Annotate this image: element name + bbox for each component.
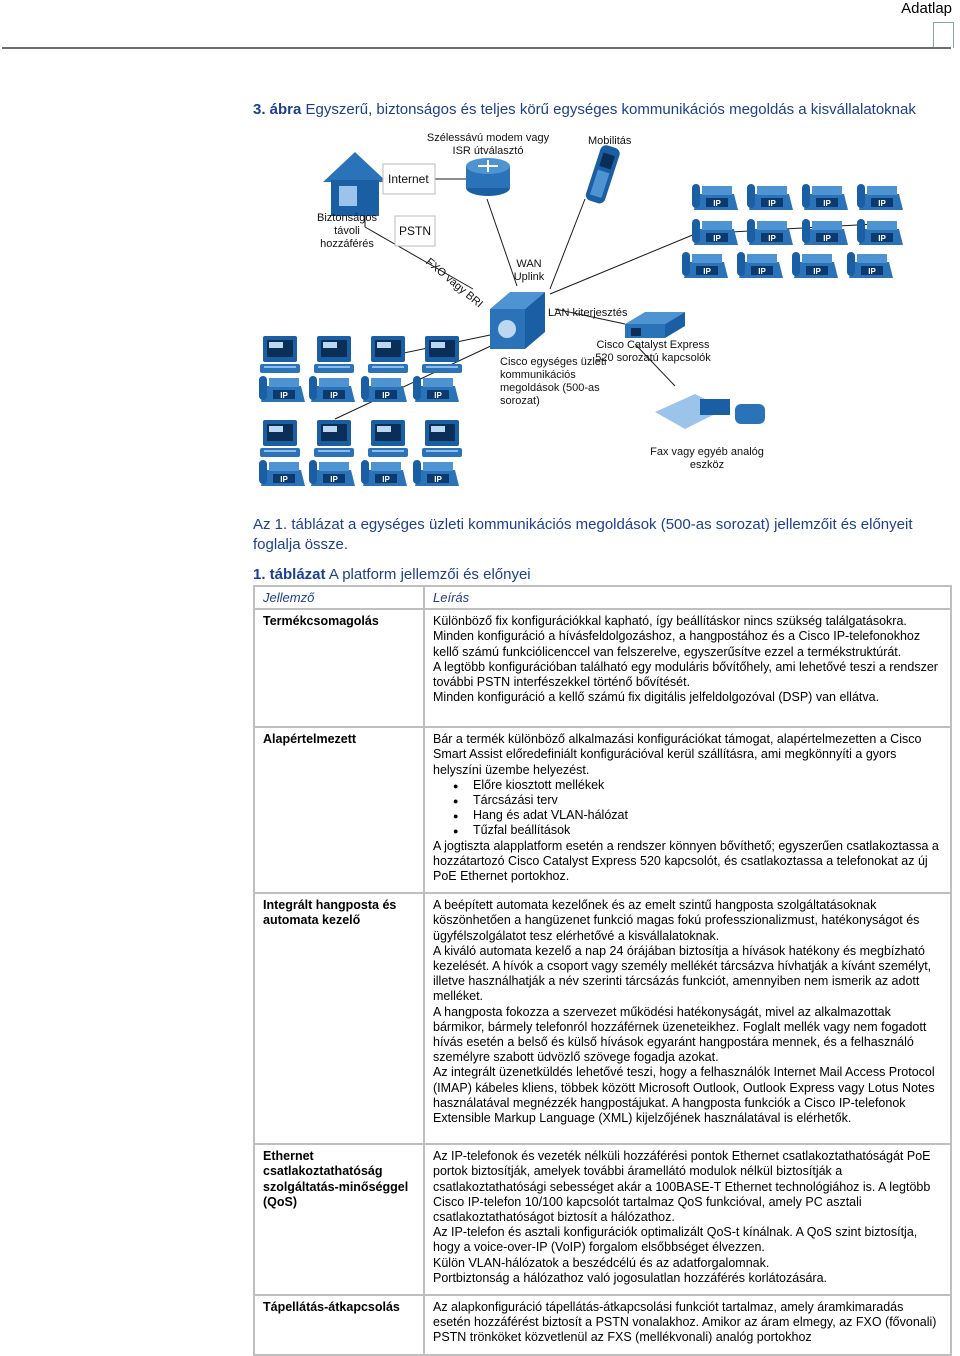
desc-paragraph: A kiváló automata kezelő a nap 24 órájáb… [433, 943, 932, 1004]
description-cell: Különböző fix konfigurációkkal kapható, … [423, 608, 952, 729]
figure-number: 3. ábra [253, 101, 302, 118]
table-caption: 1. táblázat A platform jellemzői és előn… [253, 566, 531, 583]
feature-cell: Integrált hangposta és automata kezelő [253, 892, 425, 1146]
label-lan: LAN kiterjesztés [548, 307, 628, 319]
features-table: Jellemző Leírás Termékcsomagolás Különbö… [253, 584, 952, 1356]
list-item: Tűzfal beállítások [453, 823, 942, 839]
desc-paragraph: A jogtiszta alapplatform esetén a rendsz… [433, 838, 939, 884]
feature-cell: Termékcsomagolás [253, 608, 425, 729]
label-mobility: Mobilitás [588, 135, 632, 147]
desc-paragraph: Minden konfiguráció a kellő számú fix di… [433, 690, 880, 705]
desc-paragraph: Minden konfiguráció a hívásfeldolgozásho… [433, 629, 921, 659]
desc-paragraph: Az alapkonfiguráció tápellátás-átkapcsol… [433, 1300, 937, 1345]
table-row: Tápellátás-átkapcsolás Az alapkonfigurác… [253, 1294, 952, 1356]
desc-paragraph: Portbiztonság a hálózathoz való jogosula… [433, 1270, 827, 1285]
desc-paragraph: A hangposta fokozza a szervezet működési… [433, 1004, 927, 1065]
description-cell: A beépített automata kezelőnek és az eme… [423, 892, 952, 1146]
table-row: Termékcsomagolás Különböző fix konfigurá… [253, 608, 952, 729]
defaults-list: Előre kiosztott mellékek Tárcsázási terv… [433, 778, 942, 840]
desc-paragraph: Különböző fix konfigurációkkal kapható, … [433, 614, 907, 629]
feature-cell: Tápellátás-átkapcsolás [253, 1294, 425, 1356]
feature-cell: Alapértelmezett [253, 726, 425, 895]
description-cell: Bár a termék különböző alkalmazási konfi… [423, 726, 952, 895]
header-box [933, 22, 954, 48]
desc-paragraph: Az integrált üzenetküldés lehetővé teszi… [433, 1065, 935, 1126]
desc-paragraph: A legtöbb konfigurációban található egy … [433, 659, 938, 690]
desc-paragraph: Az IP-telefonok és vezeték nélküli hozzá… [433, 1149, 931, 1225]
label-uc500: Cisco egységes üzleti kommunikációs mego… [500, 356, 607, 407]
table-caption-text: A platform jellemzői és előnyei [328, 566, 531, 583]
table-caption-num: 1. táblázat [253, 566, 326, 583]
header-rule [2, 47, 951, 49]
table-row: Alapértelmezett Bár a termék különböző a… [253, 726, 952, 895]
figure-caption: 3. ábra Egyszerű, biztonságos és teljes … [253, 101, 916, 118]
figure-caption-text: Egyszerű, biztonságos és teljes körű egy… [305, 101, 916, 118]
table-header-row: Jellemző Leírás [253, 584, 952, 611]
label-wan: WAN Uplink [513, 258, 545, 283]
list-item: Hang és adat VLAN-hálózat [453, 808, 942, 824]
desc-paragraph: A beépített automata kezelőnek és az eme… [433, 898, 920, 943]
feature-cell: Ethernet csatlakoztathatóság szolgáltatá… [253, 1143, 425, 1297]
list-item: Előre kiosztott mellékek [453, 778, 942, 794]
label-fax: Fax vagy egyéb analóg eszköz [650, 446, 764, 471]
table-row: Integrált hangposta és automata kezelő A… [253, 892, 952, 1146]
label-remote: Biztonságos távoli hozzáférés [317, 212, 377, 250]
label-pstn: PSTN [399, 224, 432, 238]
network-diagram: IP [255, 124, 955, 502]
desc-paragraph: Bár a termék különböző alkalmazási konfi… [433, 732, 922, 777]
header-title: Adatlap [901, 0, 952, 17]
description-cell: Az alapkonfiguráció tápellátás-átkapcsol… [423, 1294, 952, 1356]
desc-paragraph: Külön VLAN-hálózatok a beszédcélú és az … [433, 1255, 770, 1270]
label-catalyst: Cisco Catalyst Express 520 sorozatú kapc… [595, 339, 711, 364]
col-header-feature: Jellemző [253, 584, 425, 611]
col-header-description: Leírás [423, 584, 952, 611]
intro-paragraph: Az 1. táblázat a egységes üzleti kommuni… [253, 516, 913, 553]
label-internet: Internet [388, 172, 429, 186]
label-broadband: Szélessávú modem vagy ISR útválasztó [426, 132, 550, 157]
desc-paragraph: Az IP-telefon és asztali konfigurációk o… [433, 1225, 918, 1255]
description-cell: Az IP-telefonok és vezeték nélküli hozzá… [423, 1143, 952, 1297]
table-row: Ethernet csatlakoztathatóság szolgáltatá… [253, 1143, 952, 1297]
list-item: Tárcsázási terv [453, 793, 942, 809]
